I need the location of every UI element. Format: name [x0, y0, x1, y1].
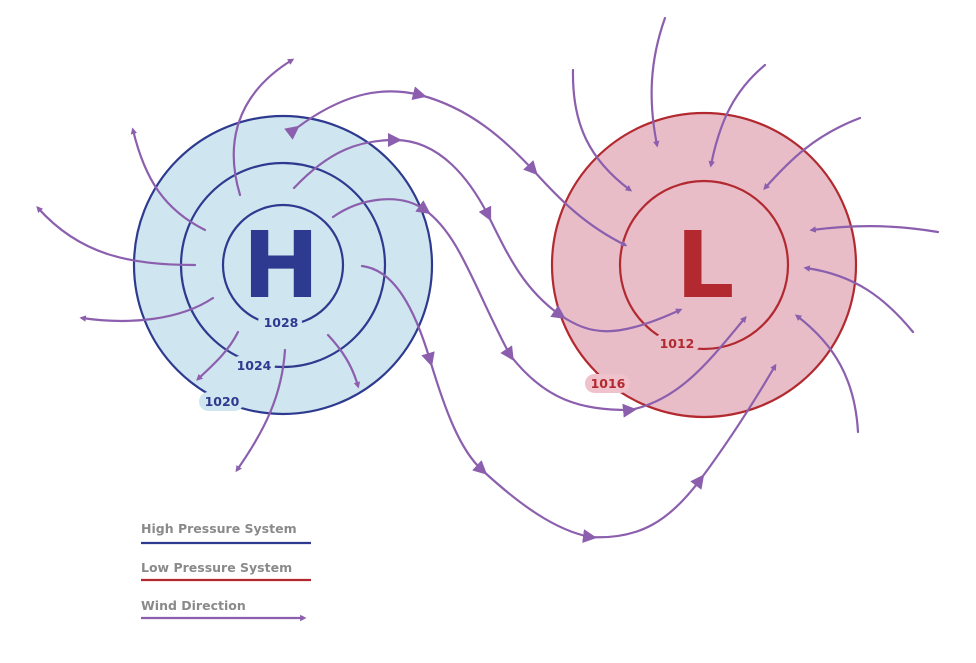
wind-arrow-high-lower-inner [196, 330, 240, 381]
isobar-label-1012: 1012 [660, 336, 695, 351]
high-outflow-winds [36, 58, 361, 473]
isobar-label-1016: 1016 [591, 376, 626, 391]
isobar-label-1020: 1020 [205, 394, 240, 409]
transfer-winds [284, 86, 777, 544]
legend-label-high: High Pressure System [141, 521, 297, 536]
wind-arrow-high-top [232, 58, 295, 197]
legend-label-low: Low Pressure System [141, 560, 292, 575]
wind-arrow-high-lower-right [326, 333, 361, 389]
legend: High Pressure System Low Pressure System… [141, 521, 311, 622]
wind-arrow-low-top [650, 16, 667, 148]
wind-arrow-low-lower-right [803, 265, 915, 334]
wind-arrow-low-top-right [708, 63, 767, 168]
wind-arrow-low-upper-right [763, 116, 862, 190]
wind-arrow-low-right [809, 225, 940, 234]
wind-arrow-high-bottom [235, 348, 287, 473]
low-pressure-letter: L [676, 212, 735, 319]
wind-arrow-low-top-left [571, 68, 633, 192]
isobar-label-1028: 1028 [264, 315, 299, 330]
low-inflow-winds [571, 16, 940, 434]
wind-arrow-transfer-4 [360, 264, 777, 544]
wind-arrow-low-bottom-right [794, 314, 860, 434]
wind-arrow-high-left [36, 206, 197, 267]
legend-label-wind: Wind Direction [141, 598, 246, 613]
isobar-label-bg-1020 [199, 392, 244, 411]
isobar-label-bg-1028 [258, 313, 302, 331]
isobar-label-bg-1024 [231, 356, 275, 374]
wind-arrow-high-upper-left [130, 127, 207, 232]
high-pressure-letter: H [243, 212, 320, 319]
wind-arrow-high-lower-left [79, 296, 215, 323]
isobar-label-1024: 1024 [237, 358, 272, 373]
